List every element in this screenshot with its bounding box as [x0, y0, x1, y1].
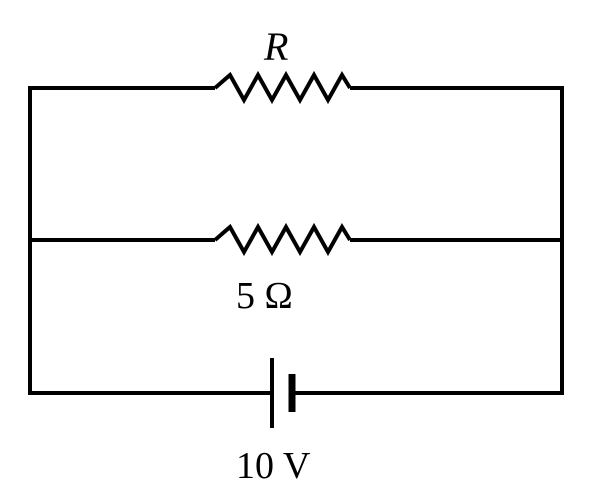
- battery-voltage-label: 10 V: [236, 445, 311, 487]
- resistor-5-ohm-label: 5 Ω: [236, 275, 293, 317]
- resistor-r: [213, 70, 352, 105]
- resistor-5-ohm: [213, 222, 352, 257]
- resistor-r-label: R: [263, 24, 288, 69]
